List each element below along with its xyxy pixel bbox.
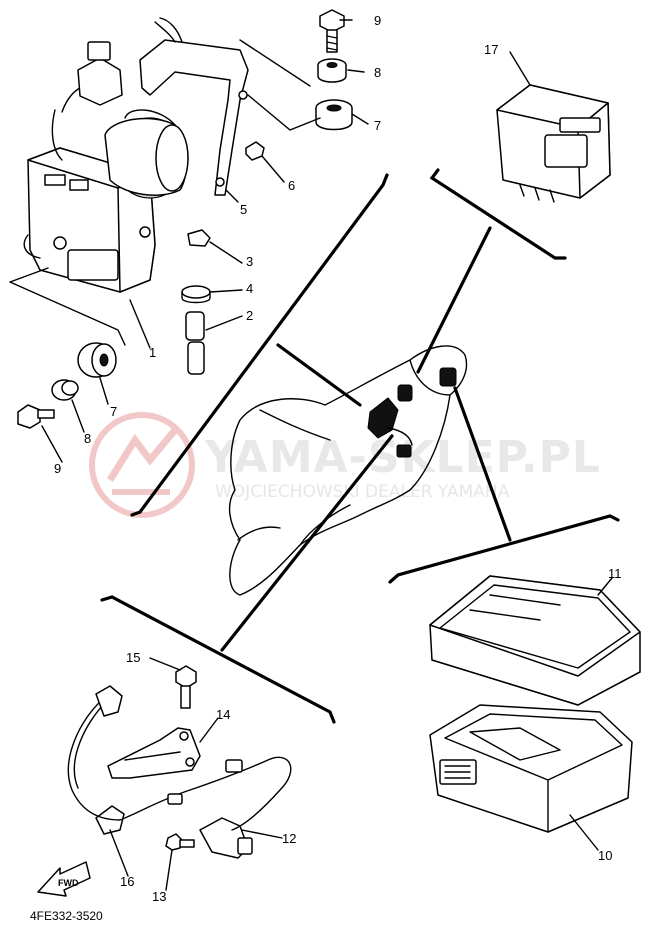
callout-6: 6 xyxy=(288,178,295,193)
callout-7-top: 7 xyxy=(374,118,381,133)
bracket-abs-unit xyxy=(130,173,389,517)
callout-9-left: 9 xyxy=(54,461,61,476)
ecu-location-mark xyxy=(397,384,413,402)
callout-numbers: 1 2 3 4 5 6 7 7 8 8 9 9 10 11 12 13 14 1… xyxy=(54,13,622,904)
clamp-4 xyxy=(181,285,211,304)
watermark-dealer: WOJCIECHOWSKI DEALER YAMAHA xyxy=(215,482,510,502)
grommet-7-left xyxy=(77,342,117,378)
diagram-code: 4FE332-3520 xyxy=(30,909,103,923)
bracket-ecu-bottom xyxy=(388,514,620,584)
callout-10: 10 xyxy=(598,848,612,863)
callout-16: 16 xyxy=(120,874,134,889)
callout-4: 4 xyxy=(246,281,253,296)
motorcycle-outline xyxy=(228,345,468,596)
leader-17 xyxy=(416,226,492,374)
callout-12: 12 xyxy=(282,831,296,846)
sensor-wire xyxy=(67,685,292,831)
leader-sensor xyxy=(220,434,394,652)
bracket-ecu-top xyxy=(429,168,567,260)
bolt-15 xyxy=(175,665,197,709)
bolt-13 xyxy=(165,833,195,851)
joint-3 xyxy=(187,229,211,247)
callout-7-left: 7 xyxy=(110,404,117,419)
callout-8-top: 8 xyxy=(374,65,381,80)
bolt-9-left xyxy=(17,404,55,429)
callout-2: 2 xyxy=(246,308,253,323)
callout-1: 1 xyxy=(149,345,156,360)
callout-11: 11 xyxy=(608,566,622,581)
hose-2 xyxy=(185,311,205,375)
callout-17: 17 xyxy=(484,42,498,57)
callout-13: 13 xyxy=(152,889,166,904)
bolt-6 xyxy=(245,141,265,161)
callout-14: 14 xyxy=(216,707,230,722)
ecu-cover-11 xyxy=(429,575,641,706)
bracket-sensor xyxy=(100,595,336,724)
bolt-9-top xyxy=(319,9,345,53)
leader-ecu xyxy=(453,386,512,542)
leader-abs xyxy=(276,343,362,407)
fwd-label: FWD xyxy=(58,878,79,888)
ecu-base-10 xyxy=(429,704,633,833)
callout-leaders xyxy=(41,19,613,891)
yamaha-logo-icon xyxy=(89,412,195,518)
callout-3: 3 xyxy=(246,254,253,269)
group-brackets xyxy=(100,168,620,724)
callout-8-left: 8 xyxy=(84,431,91,446)
collar-8-left xyxy=(51,379,79,401)
relay-17 xyxy=(496,84,611,203)
relay-location-mark xyxy=(439,367,457,387)
watermark: YAMA-SKLEP.PL WOJCIECHOWSKI DEALER YAMAH… xyxy=(89,412,600,518)
callout-9-top: 9 xyxy=(374,13,381,28)
sensor-bracket-14 xyxy=(107,727,201,779)
callout-15: 15 xyxy=(126,650,140,665)
abs-hydraulic-unit xyxy=(23,41,189,293)
abs-bracket xyxy=(139,17,249,196)
collar-8-top xyxy=(317,58,347,83)
grommet-7-top xyxy=(315,99,353,131)
forward-arrow-icon: FWD xyxy=(37,861,91,897)
callout-5: 5 xyxy=(240,202,247,217)
